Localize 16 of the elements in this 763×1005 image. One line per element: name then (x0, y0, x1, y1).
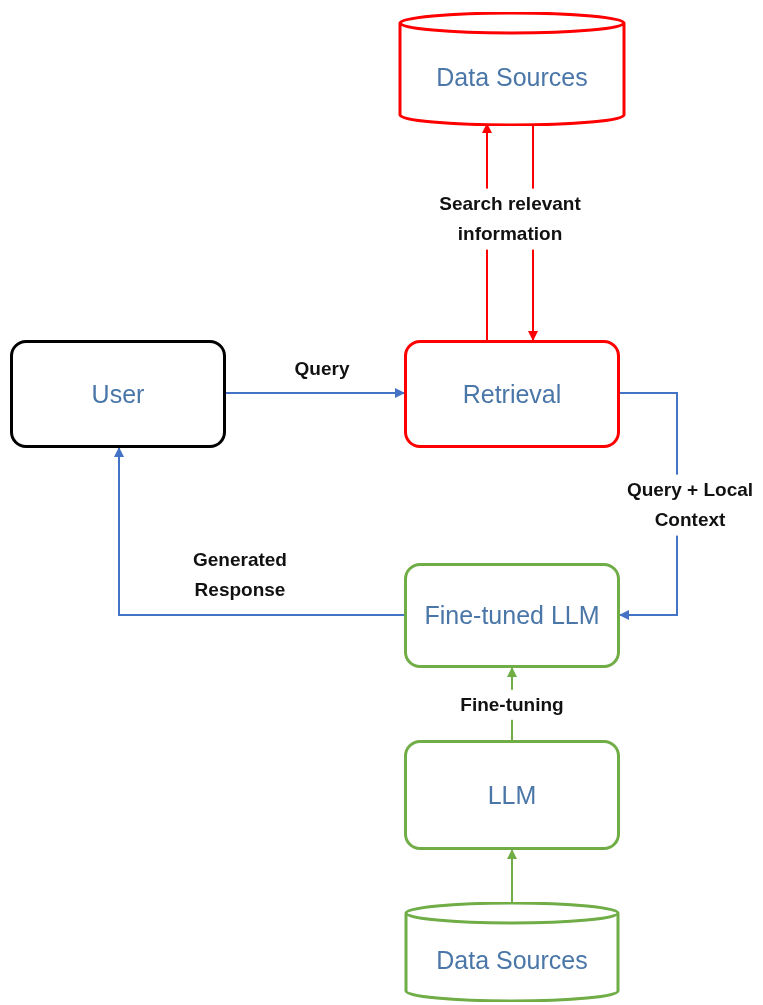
edge-label: Fine-tuning (458, 689, 566, 721)
process-box (404, 340, 620, 448)
arrow (114, 447, 405, 616)
node-label: Data Sources (435, 61, 589, 93)
node-label: Retrieval (461, 378, 563, 410)
process-box (404, 740, 620, 850)
process-box (404, 563, 620, 668)
node-label: Fine-tuned LLM (423, 600, 601, 632)
node-label: Data Sources (435, 944, 589, 976)
process-box (10, 340, 226, 448)
arrow (225, 388, 405, 398)
database-cylinder (404, 902, 620, 1002)
node-label: User (90, 378, 146, 410)
node-label: LLM (486, 779, 538, 811)
database-cylinder (398, 12, 626, 126)
arrow (507, 849, 517, 905)
